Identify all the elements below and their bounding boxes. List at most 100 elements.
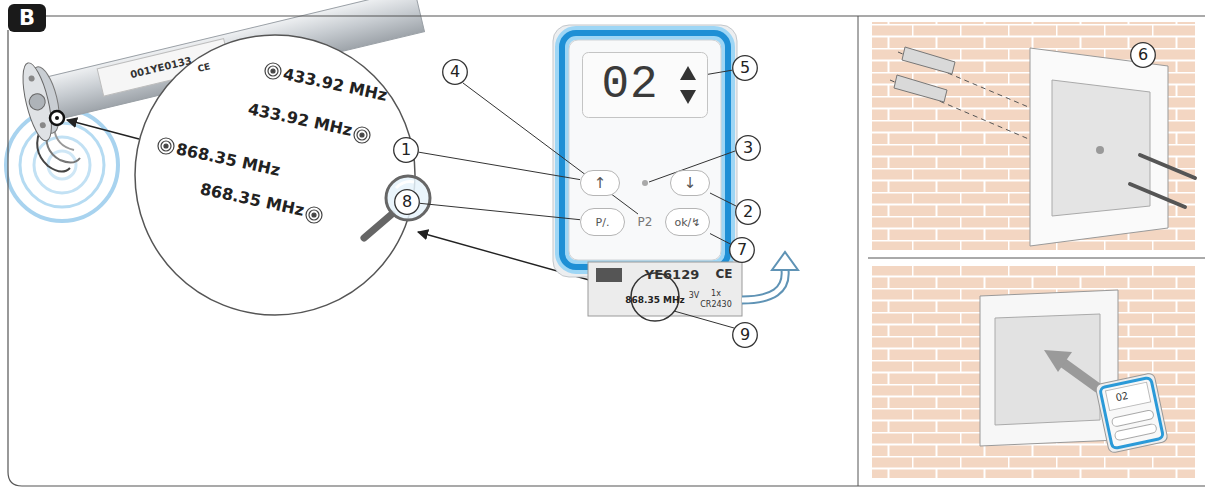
- wall-plate: [980, 290, 1118, 446]
- leader-line: [649, 151, 735, 182]
- callout-number: 8: [394, 189, 420, 215]
- callout-number: 6: [1130, 42, 1156, 68]
- frequency-label: 868.35 MHz: [199, 181, 306, 219]
- small-remote: [1114, 423, 1157, 441]
- radio-icon: [354, 127, 370, 143]
- down-button: ↓: [670, 170, 710, 196]
- frequency-label: 433.92 MHz: [247, 101, 354, 139]
- button-label: ok/↯: [674, 217, 700, 228]
- model-code: 001YE0133: [129, 56, 192, 80]
- wall-dowel: [894, 47, 955, 102]
- callout-number: 4: [450, 64, 460, 80]
- callout-number: 1: [393, 137, 419, 163]
- flip-arrow: [772, 252, 798, 270]
- node-shape: [735, 199, 761, 225]
- node-shape: [580, 170, 620, 196]
- wall-plate: [1096, 146, 1104, 154]
- frame-line: [40, 15, 1205, 16]
- magnifying-glass: [386, 176, 430, 220]
- screw: [1130, 155, 1195, 207]
- frame-line: [8, 30, 1205, 486]
- button-outline: [581, 209, 625, 236]
- radio-icon: [161, 141, 171, 151]
- remote-body: [642, 180, 648, 186]
- tubular-motor: [17, 60, 57, 143]
- button-outline: [666, 209, 710, 236]
- callout-number: 2: [743, 204, 753, 220]
- remote-body: [562, 33, 728, 267]
- frequency-label: 868.35 MHz: [625, 296, 685, 305]
- node-shape: [442, 59, 468, 85]
- screw: [1140, 155, 1195, 178]
- callout-circle: [730, 238, 755, 263]
- callout-number: 4: [442, 59, 468, 85]
- tubular-motor: [39, 122, 46, 129]
- ce-mark: CE: [197, 62, 212, 74]
- ok-button: ok/↯: [665, 208, 710, 236]
- small-remote: [1095, 373, 1168, 454]
- flip-arrow: [742, 270, 785, 300]
- radio-icon: [357, 130, 367, 140]
- node-shape: [670, 170, 710, 196]
- radio-icon: [158, 63, 370, 223]
- frequency-label: 868.35 MHz: [175, 141, 282, 179]
- panel-letter: B: [19, 8, 35, 29]
- leader-line: [420, 203, 580, 219]
- motor-wires: [54, 128, 74, 150]
- tubular-motor: [28, 92, 47, 111]
- magnifying-glass: [396, 182, 414, 188]
- callout-circle: [733, 56, 758, 81]
- leader-line: [463, 83, 638, 214]
- down-triangle: [680, 90, 696, 104]
- button-label: P/.: [596, 217, 610, 228]
- node-shape: [1130, 42, 1156, 68]
- screw: [1130, 184, 1185, 207]
- antenna-marker: [50, 111, 64, 125]
- radio-icon: [271, 69, 275, 73]
- prog-button: P/.: [580, 208, 625, 236]
- tab-holder: B: [8, 4, 46, 32]
- antenna-marker: [50, 111, 64, 125]
- ce-mark: CE: [715, 268, 732, 280]
- wall-plate: [1030, 48, 1168, 246]
- up-triangle: [680, 66, 696, 80]
- node-shape: [665, 208, 710, 236]
- leader-line: [710, 234, 730, 244]
- node-shape: [394, 189, 420, 215]
- node-shape: [729, 237, 755, 263]
- pointer-arrow: [67, 120, 139, 139]
- magnifying-glass: [364, 176, 430, 238]
- frequency-label: 433.92 MHz: [282, 66, 389, 104]
- small-remote: [1095, 373, 1168, 454]
- panel-divider: [868, 258, 1205, 259]
- radio-rings: [20, 123, 104, 207]
- radio-icon: [164, 144, 168, 148]
- radio-rings: [6, 109, 118, 221]
- battery-voltage: 3V: [689, 292, 700, 300]
- radio-icon: [360, 133, 364, 137]
- callout-circle: [394, 138, 419, 163]
- node-shape: [735, 135, 761, 161]
- radio-rings: [6, 109, 118, 221]
- flip-arrow: [742, 252, 798, 300]
- radio-icon: [309, 210, 319, 220]
- button-label: ↓: [684, 176, 697, 191]
- product-sticker: [596, 268, 622, 282]
- callout-circle: [733, 323, 758, 348]
- magnified-view: [135, 35, 415, 315]
- remote-body: [562, 33, 728, 267]
- callout-number: 3: [735, 135, 761, 161]
- remote-body: [553, 25, 737, 277]
- insert-arrow: [1062, 362, 1098, 388]
- callout-circle: [395, 190, 420, 215]
- radio-icon: [268, 66, 278, 76]
- product-sticker: [631, 273, 679, 321]
- battery-type: CR2430: [700, 301, 732, 309]
- up-button: ↑: [580, 170, 620, 196]
- leader-line: [710, 193, 736, 206]
- wall-plate: [995, 314, 1100, 425]
